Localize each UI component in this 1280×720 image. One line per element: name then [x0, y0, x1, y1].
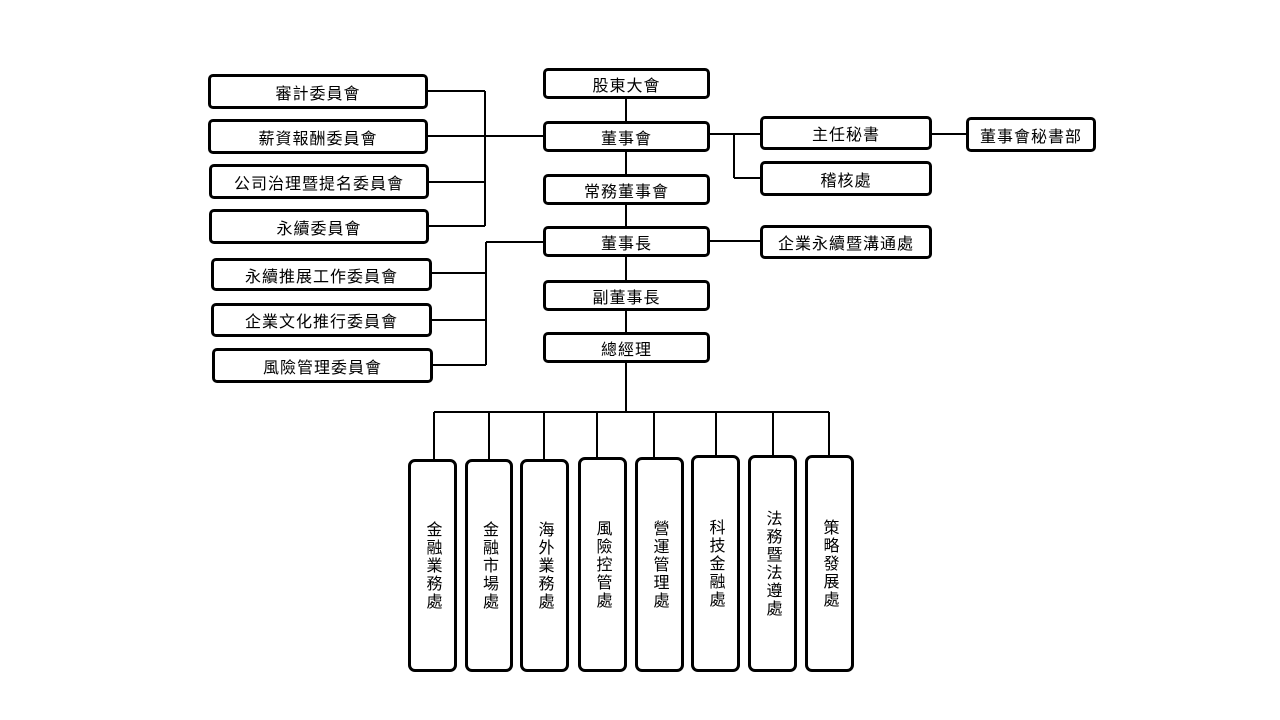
node-vice-chairman: 副董事長	[543, 280, 710, 311]
node-audit-office: 稽核處	[760, 161, 932, 196]
dept-label: 營運管理處	[650, 519, 670, 610]
node-president: 總經理	[543, 332, 710, 363]
node-audit-committee: 審計委員會	[208, 74, 428, 109]
node-dept-strategy-development: 策略發展處	[805, 455, 854, 672]
node-chairman: 董事長	[543, 226, 710, 257]
dept-label: 海外業務處	[535, 520, 555, 611]
node-sustainability-communication-office: 企業永續暨溝通處	[760, 225, 932, 259]
dept-label: 科技金融處	[706, 518, 726, 609]
node-board-secretariat: 董事會秘書部	[966, 117, 1096, 152]
node-dept-legal-compliance: 法務暨法遵處	[748, 455, 797, 672]
node-dept-fintech: 科技金融處	[691, 455, 740, 672]
node-risk-management-committee: 風險管理委員會	[212, 348, 433, 383]
node-dept-operations-management: 營運管理處	[635, 457, 684, 672]
node-corporate-culture-committee: 企業文化推行委員會	[211, 303, 432, 337]
dept-label: 金融業務處	[423, 520, 443, 611]
node-executive-board: 常務董事會	[543, 174, 710, 205]
node-dept-overseas-business: 海外業務處	[520, 459, 569, 672]
node-dept-financial-business: 金融業務處	[408, 459, 457, 672]
node-dept-risk-control: 風險控管處	[578, 457, 627, 672]
node-shareholders: 股東大會	[543, 68, 710, 99]
dept-label: 策略發展處	[820, 518, 840, 609]
dept-label: 法務暨法遵處	[763, 509, 783, 618]
node-remuneration-committee: 薪資報酬委員會	[208, 119, 428, 154]
dept-label: 風險控管處	[593, 519, 613, 610]
node-sustainability-promotion-committee: 永續推展工作委員會	[211, 258, 432, 291]
node-board: 董事會	[543, 121, 710, 152]
node-dept-financial-markets: 金融市場處	[465, 459, 513, 672]
node-sustainability-committee: 永續委員會	[209, 209, 429, 244]
node-chief-secretary: 主任秘書	[760, 116, 932, 150]
dept-label: 金融市場處	[480, 520, 499, 611]
node-governance-nomination-committee: 公司治理暨提名委員會	[209, 164, 429, 199]
